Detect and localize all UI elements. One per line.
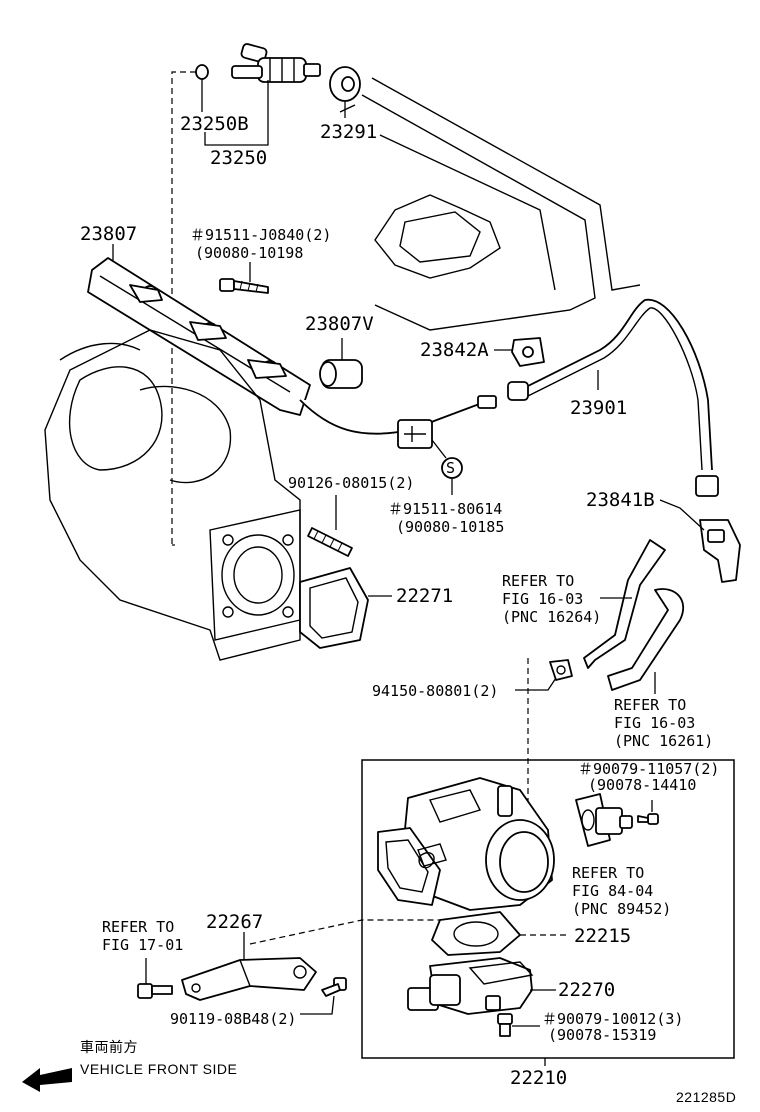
water-bypass-hoses [583,539,685,691]
label-91511-80614: ＃91511-80614 [388,500,502,518]
gasket-22215 [431,911,521,956]
label-23807v: 23807V [305,313,374,335]
label-23841b: 23841B [586,489,655,511]
refer-17-01-line2: FIG 17-01 [102,936,183,954]
refer-84-04-line3: (PNC 89452) [572,900,671,918]
refer-16-03-a-line2: FIG 16-03 [502,590,583,608]
label-23250: 23250 [210,147,267,169]
refer-16-03-b-line2: FIG 16-03 [614,714,695,732]
bolt-91511-j0840 [219,278,269,294]
refer-84-04-line2: FIG 84-04 [572,882,653,900]
refer-16-03-a-line3: (PNC 16264) [502,608,601,626]
label-94150-80801: 94150-80801(2) [372,682,498,700]
label-22210: 22210 [510,1067,567,1089]
diagram-code: 221285D [676,1089,736,1105]
cylinder-head-outline [339,77,641,331]
throttle-body [377,777,555,911]
label-23807: 23807 [80,223,137,245]
label-23291: 23291 [320,121,377,143]
label-90119-08b48: 90119-08B48(2) [170,1010,296,1028]
label-90078-14410: (90078-14410 [588,776,696,794]
bolt-90119 [321,977,347,997]
bolt-left-17-01 [137,983,173,999]
idle-air-control-valve [575,793,633,847]
front-note-en: VEHICLE FRONT SIDE [80,1061,237,1077]
label-23901: 23901 [570,397,627,419]
front-note-jp: 車両前方 [80,1039,138,1055]
label-22270: 22270 [558,979,615,1001]
label-91511-j0840: ＃91511-J0840(2) [190,226,331,244]
s-mark-text: S [446,459,455,477]
clamp-23842a [511,337,545,367]
refer-84-04-line1: REFER TO [572,864,644,882]
gasket-22271 [299,567,369,649]
label-22271: 22271 [396,585,453,607]
label-90078-15319: (90078-15319 [548,1026,656,1044]
s-mark-circle: S [441,457,463,479]
label-23842a: 23842A [420,339,489,361]
screw-90079-11057 [637,813,659,825]
label-22267: 22267 [206,911,263,933]
screw-90079-10012 [497,1013,513,1037]
refer-16-03-b-line3: (PNC 16261) [614,732,713,750]
refer-17-01-line1: REFER TO [102,918,174,936]
fuel-hose-23901 [299,299,719,497]
nut-94150 [549,659,573,681]
insulator-23291 [329,66,361,102]
label-22215: 22215 [574,925,631,947]
o-ring-23250b [195,64,209,80]
fuel-injector [231,43,321,83]
vehicle-front-arrow [22,1068,72,1092]
insulator-23807v [319,359,363,389]
refer-16-03-a-line1: REFER TO [502,572,574,590]
stud-90126 [307,527,353,557]
connector-23841b [699,519,741,583]
throttle-body-assembly-box [361,759,735,1059]
label-90080-10198: (90080-10198 [195,244,303,262]
throttle-position-sensor [407,957,534,1015]
refer-16-03-b-line1: REFER TO [614,696,686,714]
label-23250b: 23250B [180,113,249,135]
label-90079-11057: ＃90079-11057(2) [578,760,719,778]
fuel-delivery-pipe [87,257,311,416]
bracket-22267 [181,957,317,1001]
label-90126-08015: 90126-08015(2) [288,474,414,492]
label-90080-10185: (90080-10185 [396,518,504,536]
label-90079-10012: ＃90079-10012(3) [542,1010,683,1028]
